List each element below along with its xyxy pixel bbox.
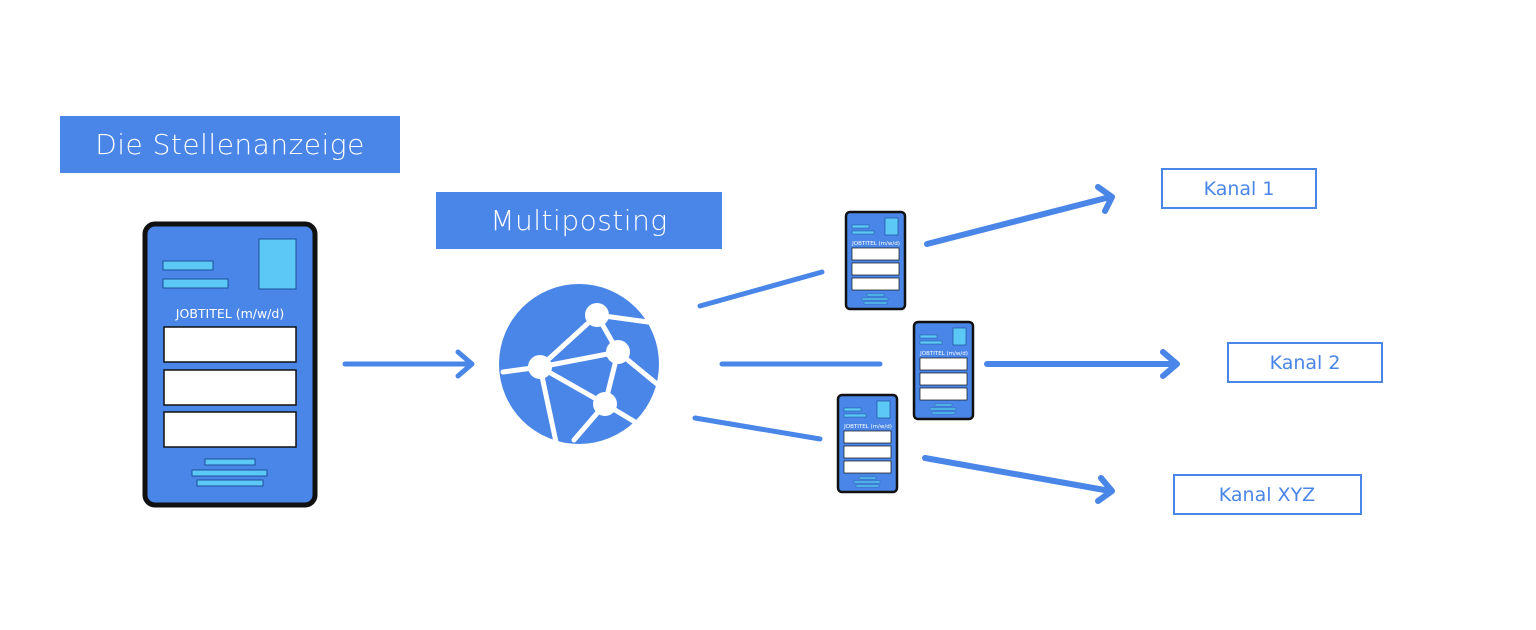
line-to-doc-top — [697, 269, 825, 309]
footer-line-icon — [191, 469, 268, 477]
job-ad-document-small-2: JOBTITEL (m/w/d) — [912, 320, 975, 421]
arrow-to-network — [342, 349, 475, 379]
network-globe-icon — [499, 284, 660, 445]
arrows-to-channels — [922, 184, 1180, 504]
multiposting-label: Multiposting — [490, 204, 667, 237]
arrow-to-kanal-1 — [924, 184, 1115, 247]
job-title-text-small: JOBTITEL (m/w/d) — [919, 351, 968, 357]
stellenanzeige-label: Die Stellenanzeige — [95, 128, 365, 161]
channel-box-1: Kanal 1 — [1161, 168, 1317, 209]
channel-label-2: Kanal 2 — [1270, 352, 1341, 374]
arrow-to-kanal-xyz — [922, 455, 1115, 504]
text-line-icon — [162, 260, 214, 271]
footer-line-icon — [196, 479, 264, 487]
job-title-text-small: JOBTITEL (m/w/d) — [843, 424, 892, 430]
job-title-text: JOBTITEL (m/w/d) — [175, 306, 284, 321]
stellenanzeige-banner: Die Stellenanzeige — [60, 116, 400, 173]
content-box — [163, 369, 297, 406]
multiposting-banner: Multiposting — [436, 192, 722, 249]
distribution-lines — [692, 269, 883, 442]
content-box — [163, 326, 297, 363]
channel-box-2: Kanal 2 — [1227, 342, 1383, 383]
arrow-to-kanal-2 — [984, 349, 1180, 379]
channel-label-1: Kanal 1 — [1204, 178, 1275, 200]
text-line-icon — [162, 278, 229, 289]
photo-placeholder-icon — [258, 238, 297, 290]
job-ad-document-small-1: JOBTITEL (m/w/d) — [844, 210, 907, 311]
content-box — [163, 411, 297, 448]
line-to-doc-bottom — [692, 415, 823, 442]
job-ad-document-large: JOBTITEL (m/w/d) — [142, 221, 318, 508]
job-title-text-small: JOBTITEL (m/w/d) — [851, 241, 900, 247]
job-ad-document-small-3: JOBTITEL (m/w/d) — [836, 393, 899, 494]
channel-box-xyz: Kanal XYZ — [1173, 474, 1362, 515]
channel-label-xyz: Kanal XYZ — [1219, 484, 1315, 506]
footer-line-icon — [204, 458, 256, 466]
